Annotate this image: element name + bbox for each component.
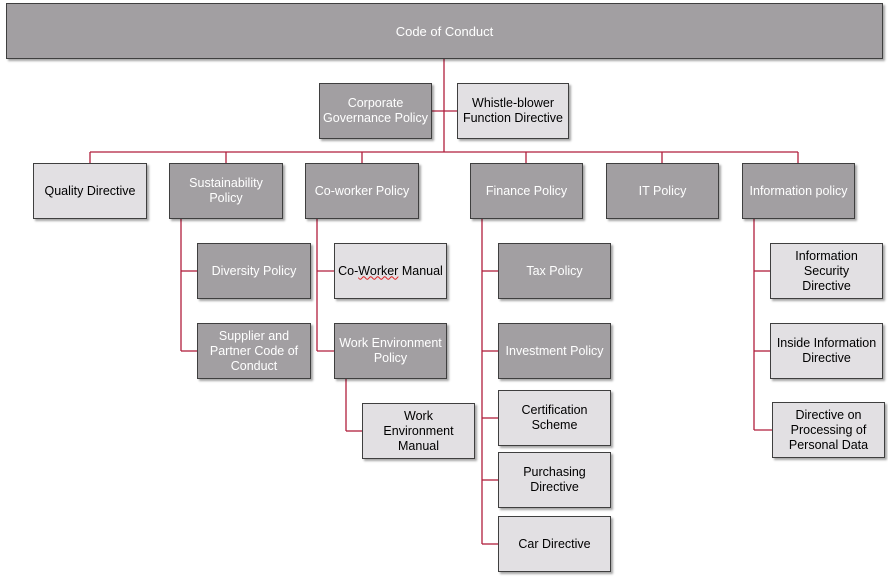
sustainability-policy-node: Sustainability Policy <box>169 163 283 219</box>
work-environment-manual-label: Work Environment Manual <box>383 408 454 453</box>
quality-directive-label: Quality Directive <box>44 183 136 198</box>
information-policy-label: Information policy <box>749 183 848 198</box>
certification-scheme-node: Certification Scheme <box>498 390 611 446</box>
purchasing-directive-label: Purchasing Directive <box>523 465 586 494</box>
information-security-node: Information Security Directive <box>770 243 883 299</box>
personal-data-node: Directive on Processing of Personal Data <box>772 402 885 458</box>
tax-policy-node: Tax Policy <box>498 243 611 299</box>
certification-scheme-label: Certification Scheme <box>521 403 588 432</box>
corporate-governance-node: Corporate Governance Policy <box>319 83 432 139</box>
quality-directive-node: Quality Directive <box>33 163 147 219</box>
information-security-label: Information Security Directive <box>795 248 858 293</box>
sustainability-policy-label: Sustainability Policy <box>189 176 263 205</box>
finance-policy-node: Finance Policy <box>470 163 583 219</box>
supplier-code-label: Supplier and Partner Code of Conduct <box>209 328 299 373</box>
it-policy-label: IT Policy <box>638 183 687 198</box>
coworker-manual-label-suffix: Manual <box>398 263 443 278</box>
coworker-policy-label: Co-worker Policy <box>314 183 410 198</box>
coworker-manual-node: Co-Worker Manual <box>334 243 447 299</box>
car-directive-node: Car Directive <box>498 516 611 572</box>
work-environment-policy-node: Work Environment Policy <box>334 323 447 379</box>
personal-data-label: Directive on Processing of Personal Data <box>788 407 869 452</box>
work-environment-policy-label: Work Environment Policy <box>339 336 442 365</box>
inside-information-label: Inside Information Directive <box>776 336 877 365</box>
work-environment-manual-node: Work Environment Manual <box>362 403 475 459</box>
investment-policy-node: Investment Policy <box>498 323 611 379</box>
diversity-policy-node: Diversity Policy <box>197 243 311 299</box>
spellcheck-word: Worker <box>358 263 399 278</box>
tax-policy-label: Tax Policy <box>526 263 583 278</box>
root-node-label: Code of Conduct <box>395 23 494 39</box>
whistle-blower-node: Whistle-blower Function Directive <box>457 83 569 139</box>
purchasing-directive-node: Purchasing Directive <box>498 452 611 508</box>
it-policy-node: IT Policy <box>606 163 719 219</box>
root-node: Code of Conduct <box>6 3 883 59</box>
diversity-policy-label: Diversity Policy <box>211 263 297 278</box>
investment-policy-label: Investment Policy <box>505 343 604 358</box>
coworker-policy-node: Co-worker Policy <box>305 163 419 219</box>
information-policy-node: Information policy <box>742 163 855 219</box>
coworker-manual-label-prefix: Co- <box>338 263 359 278</box>
car-directive-label: Car Directive <box>518 536 591 551</box>
whistle-blower-label: Whistle-blower Function Directive <box>462 96 564 125</box>
supplier-code-node: Supplier and Partner Code of Conduct <box>197 323 311 379</box>
corporate-governance-label: Corporate Governance Policy <box>323 96 428 125</box>
coworker-manual-label: Co-Worker Manual <box>338 264 443 279</box>
finance-policy-label: Finance Policy <box>485 183 568 198</box>
inside-information-node: Inside Information Directive <box>770 323 883 379</box>
